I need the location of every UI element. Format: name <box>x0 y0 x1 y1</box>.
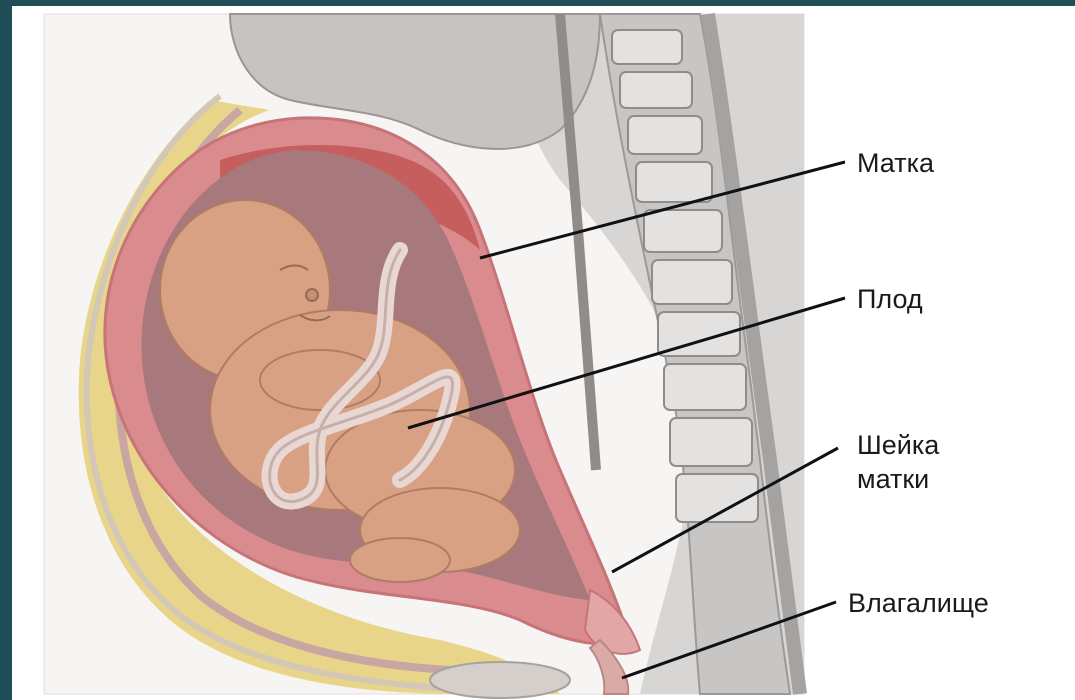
fetus-foot <box>350 538 450 582</box>
label-vagina: Влагалище <box>848 586 989 620</box>
bladder <box>430 662 570 698</box>
slide-frame-left <box>0 0 12 700</box>
label-cervix: Шейка матки <box>857 428 1007 496</box>
slide-frame-top <box>0 0 1075 6</box>
label-fetus: Плод <box>857 282 923 316</box>
label-uterus: Матка <box>857 146 934 180</box>
